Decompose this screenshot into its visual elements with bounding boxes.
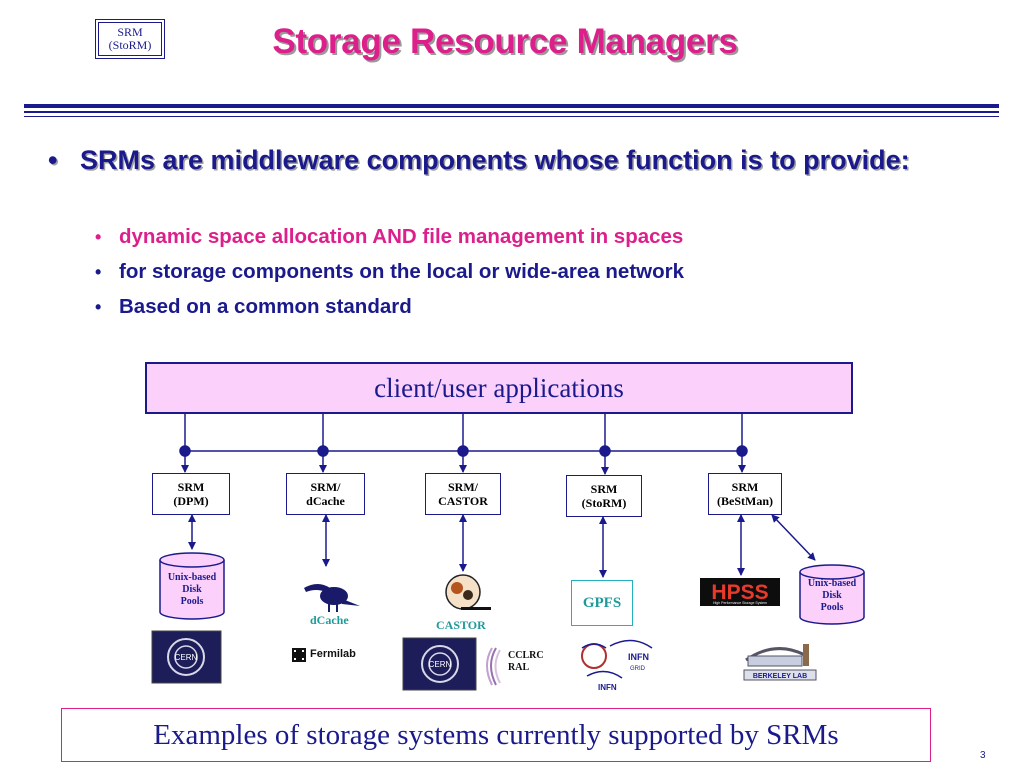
sub-bullet-3: • Based on a common standard bbox=[95, 295, 412, 319]
cclrc-line1: CCLRC bbox=[508, 650, 544, 661]
title-rule-thin-1 bbox=[24, 111, 999, 113]
arrow-bestman-disk bbox=[771, 514, 816, 561]
main-bullet-text: SRMs are middleware components whose fun… bbox=[80, 145, 910, 175]
srm-castor-box: SRM/ CASTOR bbox=[425, 473, 501, 515]
srm-bestman-line1: SRM bbox=[731, 480, 759, 494]
sub-bullet-2-symbol: • bbox=[95, 262, 102, 282]
hpss-logo-text: HPSS bbox=[711, 581, 768, 604]
srm-dpm-line1: SRM bbox=[177, 480, 205, 494]
srm-dpm-box: SRM (DPM) bbox=[152, 473, 230, 515]
sub-bullet-3-text: Based on a common standard bbox=[119, 295, 412, 318]
disk-pool-cylinder-1 bbox=[159, 560, 225, 620]
sub-bullet-1-text: dynamic space allocation AND file manage… bbox=[119, 225, 684, 248]
disk-pool-cylinder-2 bbox=[799, 572, 865, 625]
cclrc-line2: RAL bbox=[508, 662, 530, 673]
disk-pool-cylinder-1-top bbox=[159, 552, 225, 568]
srm-storm-line2: (StoRM) bbox=[581, 496, 627, 510]
gpfs-label: GPFS bbox=[582, 594, 622, 611]
junction-dot-dcache bbox=[317, 445, 329, 457]
disk-pool-2-line2: Disk bbox=[822, 590, 842, 601]
cern-logo-2-text: CERN bbox=[429, 660, 452, 669]
disk-pool-cylinder-2-top bbox=[799, 564, 865, 580]
berkeley-lab-logo: BERKELEY LAB bbox=[743, 644, 817, 681]
main-bullet-symbol: • bbox=[48, 145, 58, 175]
fermilab-label: Fermilab bbox=[310, 648, 356, 660]
disk-pool-2-line3: Pools bbox=[820, 602, 844, 613]
srm-dpm-line2: (DPM) bbox=[173, 494, 209, 508]
slide-title: Storage Resource Managers bbox=[272, 22, 738, 61]
infn-logo: INFN GRID INFN bbox=[581, 639, 653, 692]
examples-caption-box: Examples of storage systems currently su… bbox=[61, 708, 931, 762]
title-rule-thick bbox=[24, 104, 999, 108]
sub-bullet-3-symbol: • bbox=[95, 297, 102, 317]
client-applications-label: client/user applications bbox=[374, 372, 624, 403]
junction-dot-storm bbox=[599, 445, 611, 457]
srm-bestman-line2: (BeStMan) bbox=[717, 494, 773, 508]
disk-pool-2-line1: Unix-based bbox=[807, 578, 857, 589]
berkeley-lab-text: BERKELEY LAB bbox=[753, 673, 807, 680]
disk-pool-1-line3: Pools bbox=[180, 596, 204, 607]
dcache-label: dCache bbox=[310, 613, 349, 627]
junction-dot-castor bbox=[457, 445, 469, 457]
sub-bullet-1: • dynamic space allocation AND file mana… bbox=[95, 225, 683, 249]
infn-text-1: INFN bbox=[628, 652, 649, 662]
disk-pool-1-label: Unix-based Disk Pools bbox=[160, 572, 224, 608]
examples-caption: Examples of storage systems currently su… bbox=[153, 718, 839, 751]
srm-castor-line2: CASTOR bbox=[438, 494, 488, 508]
page-number: 3 bbox=[980, 750, 986, 761]
sub-bullet-1-symbol: • bbox=[95, 227, 102, 247]
srm-dcache-line1: SRM/ bbox=[310, 480, 341, 494]
cclrc-ral-label: CCLRC RAL bbox=[508, 650, 544, 674]
disk-pool-1-line2: Disk bbox=[182, 584, 202, 595]
cern-logo-1: CERN bbox=[151, 630, 222, 684]
disk-pool-2-label: Unix-based Disk Pools bbox=[800, 578, 864, 614]
infn-text-2: INFN bbox=[598, 683, 617, 692]
dcache-logo bbox=[304, 584, 360, 612]
srm-bestman-box: SRM (BeStMan) bbox=[708, 473, 782, 515]
disk-pool-1-line1: Unix-based bbox=[167, 572, 217, 583]
castor-label: CASTOR bbox=[436, 618, 486, 632]
fermilab-logo bbox=[292, 648, 306, 662]
srm-storm-box: SRM (StoRM) bbox=[566, 475, 642, 517]
client-applications-box: client/user applications bbox=[145, 362, 853, 414]
gpfs-box: GPFS bbox=[571, 580, 633, 626]
title-rule-thin-2 bbox=[24, 116, 999, 117]
srm-storm-badge: SRM (StoRM) bbox=[95, 19, 165, 59]
hpss-logo: HPSS High Performance Storage System bbox=[700, 578, 780, 606]
srm-storm-line1: SRM bbox=[590, 482, 618, 496]
sub-bullet-2-text: for storage components on the local or w… bbox=[119, 260, 684, 283]
srm-dcache-line2: dCache bbox=[306, 494, 345, 508]
junction-dot-bestman bbox=[736, 445, 748, 457]
main-bullet: • SRMs are middleware components whose f… bbox=[48, 143, 918, 177]
cern-logo-2: CERN bbox=[402, 637, 477, 691]
junction-dot-dpm bbox=[179, 445, 191, 457]
srm-dcache-box: SRM/ dCache bbox=[286, 473, 365, 515]
castor-logo bbox=[445, 574, 491, 610]
sub-bullet-2: • for storage components on the local or… bbox=[95, 260, 684, 284]
infn-grid-text: GRID bbox=[630, 666, 646, 672]
srm-castor-line1: SRM/ bbox=[448, 480, 478, 494]
hpss-logo-subtext: High Performance Storage System bbox=[713, 601, 767, 605]
cclrc-logo bbox=[486, 647, 501, 686]
cern-logo-1-text: CERN bbox=[175, 653, 198, 662]
